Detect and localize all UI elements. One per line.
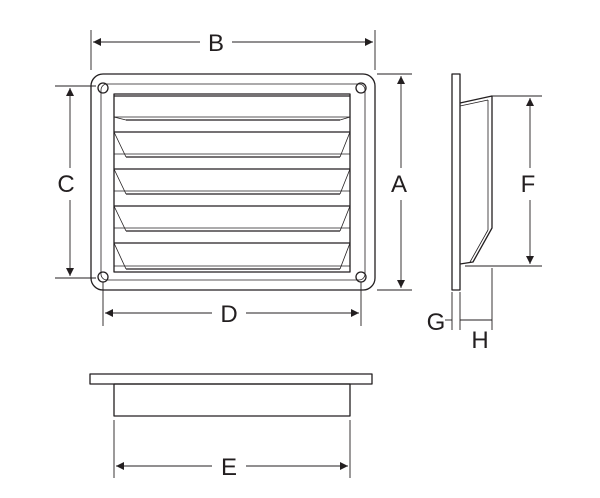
dimension-b: B: [90, 30, 376, 70]
label-h: H: [471, 327, 488, 354]
louver-2: [113, 131, 351, 158]
dimension-e: E: [113, 420, 351, 481]
front-flange-outer: [90, 73, 376, 291]
louver-frame: [113, 93, 351, 273]
side-hood: [459, 95, 493, 265]
louver-1: [113, 95, 351, 121]
label-a: A: [391, 171, 407, 198]
louver-5: [113, 242, 351, 270]
louver-4: [113, 205, 351, 232]
bottom-view: [89, 373, 373, 417]
label-c: C: [57, 171, 74, 198]
dimension-g-h: G H: [427, 268, 493, 354]
screw-hole-bottom-left: [97, 271, 109, 283]
label-g: G: [427, 309, 446, 336]
louver-3: [113, 168, 351, 195]
label-b: B: [208, 30, 224, 57]
front-flange-inner: [100, 83, 366, 281]
screw-hole-top-right: [355, 82, 367, 94]
label-e: E: [221, 454, 237, 481]
label-f: F: [521, 171, 536, 198]
bottom-body: [113, 383, 351, 417]
screw-holes: [97, 82, 367, 283]
louvers: [113, 95, 351, 270]
screw-hole-top-left: [97, 82, 109, 94]
dimension-c: C: [55, 85, 96, 279]
dimension-d: D: [102, 282, 362, 328]
bottom-flange: [89, 373, 373, 385]
dimension-f: F: [465, 95, 542, 267]
dimension-a: A: [377, 73, 412, 291]
side-view: [451, 73, 493, 291]
label-d: D: [220, 301, 237, 328]
front-view: [90, 73, 376, 291]
side-flange: [451, 73, 461, 291]
